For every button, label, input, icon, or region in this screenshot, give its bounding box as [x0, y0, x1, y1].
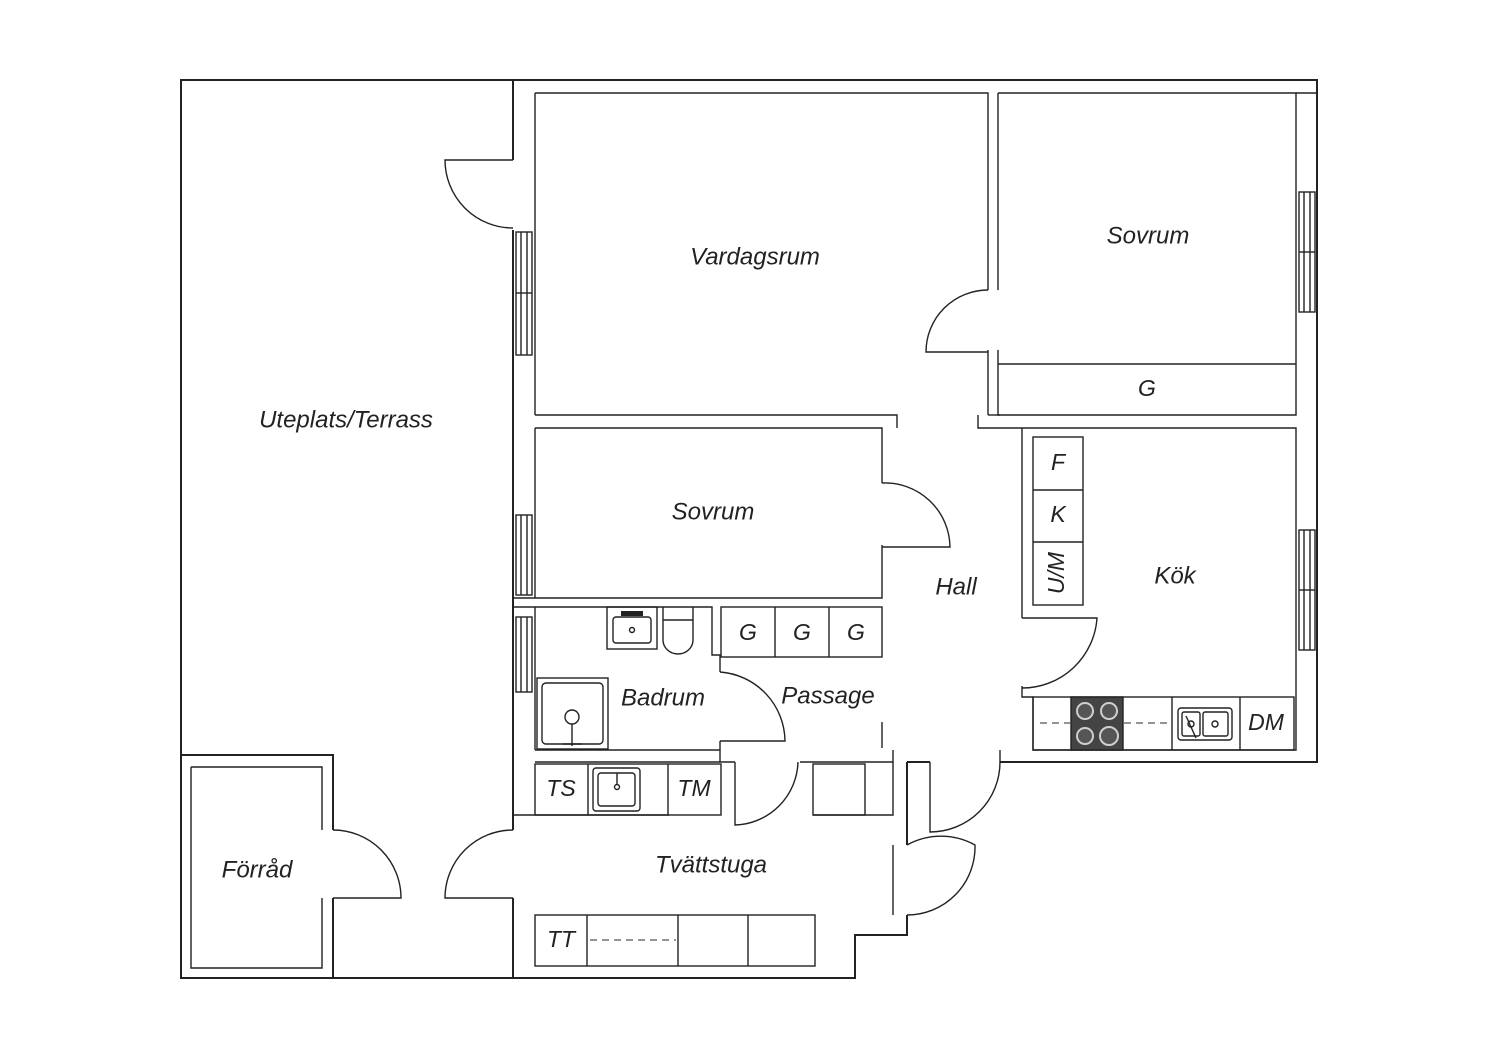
bathroom-sink-icon [606, 606, 658, 650]
room-label-bedroom: Sovrum [1107, 222, 1190, 249]
laundry-units [534, 763, 866, 967]
fridge-label: F [1051, 449, 1067, 475]
kitchen-counter [1032, 696, 1295, 751]
wardrobe-label: G [739, 619, 757, 645]
room-label-living: Vardagsrum [690, 243, 820, 270]
stove-icon [1070, 696, 1124, 751]
wardrobe-label: G [793, 619, 811, 645]
passage-wardrobes [720, 606, 883, 658]
dishwasher-label: DM [1248, 709, 1285, 735]
room-label-bedroom: Sovrum [672, 498, 755, 525]
kitchen-sink-icon [1177, 707, 1233, 741]
windows [515, 191, 1316, 693]
inner-walls [181, 92, 1317, 978]
wardrobe-label: G [847, 619, 865, 645]
room-label-storage: Förråd [222, 856, 293, 883]
freezer-label: K [1050, 501, 1067, 527]
outer-walls [180, 79, 1318, 979]
room-label-kitchen: Kök [1154, 562, 1197, 589]
room-label-hall: Hall [935, 573, 977, 600]
doors [332, 159, 1098, 916]
laundry-sink-icon [592, 767, 641, 812]
drying-cabinet-label: TS [546, 775, 576, 801]
kitchen-tall-units [1032, 436, 1084, 606]
shower-icon [536, 677, 609, 750]
room-label-terrace: Uteplats/Terrass [259, 406, 433, 433]
room-label-bathroom: Badrum [621, 684, 705, 711]
room-label-passage: Passage [781, 682, 874, 709]
toilet-icon [662, 607, 694, 655]
tumble-dryer-label: TT [547, 926, 577, 952]
washing-machine-label: TM [677, 775, 711, 801]
wardrobe-label: G [1138, 375, 1156, 401]
room-label-laundry: Tvättstuga [655, 851, 767, 878]
microwave-label: U/M [1043, 551, 1069, 594]
